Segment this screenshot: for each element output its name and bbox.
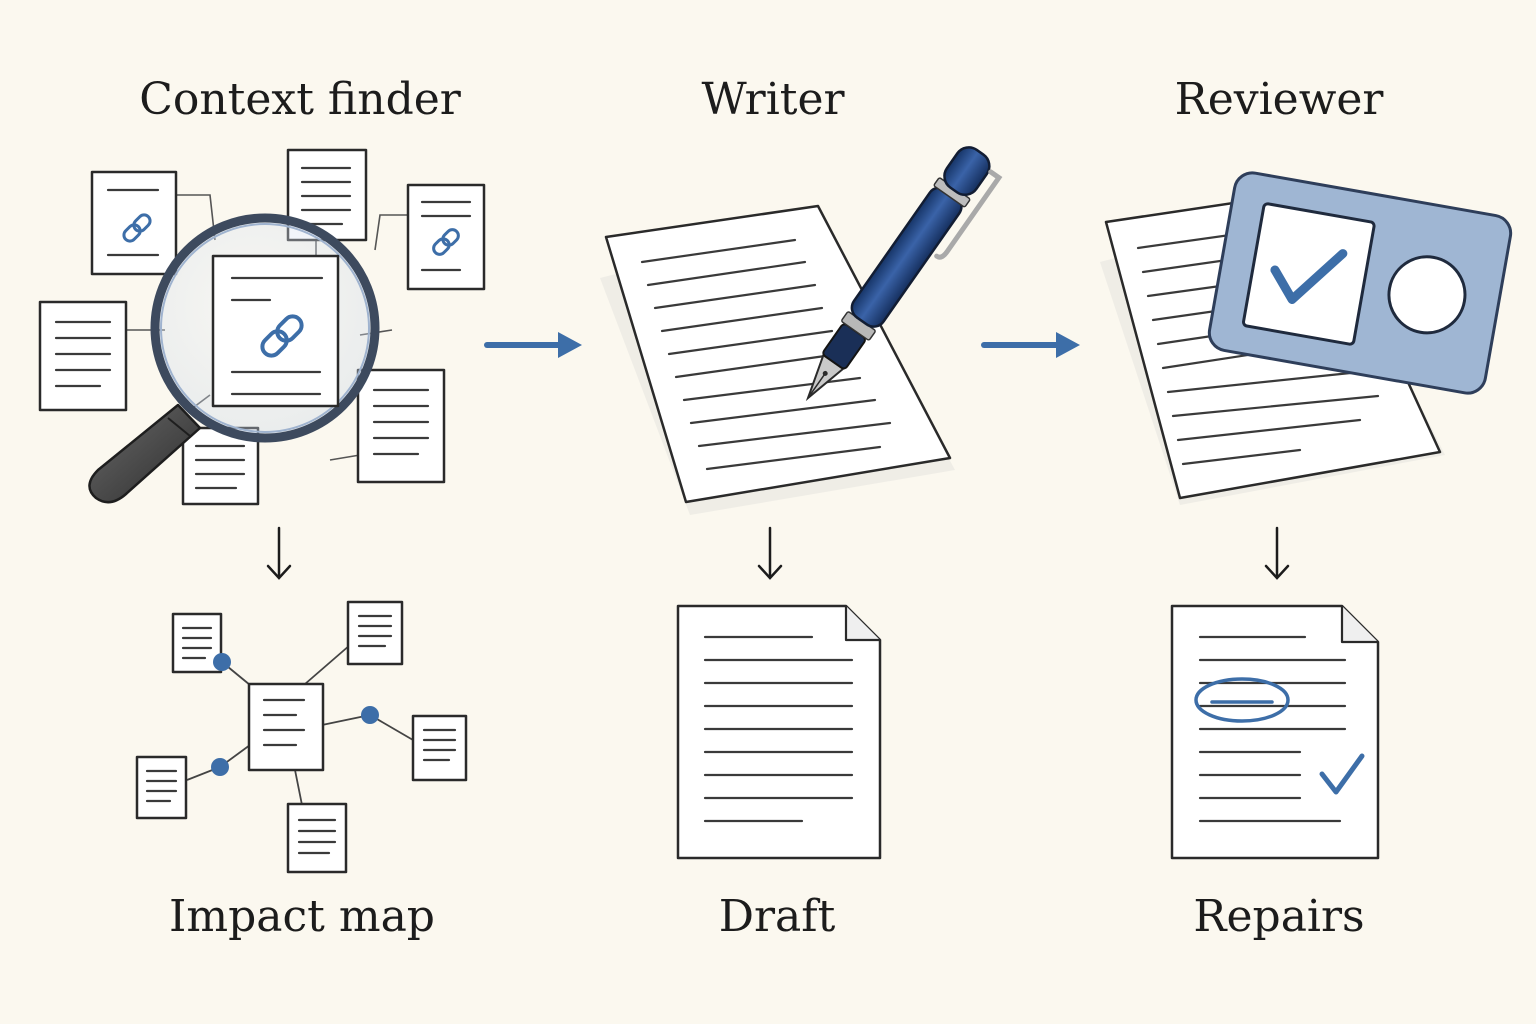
- stage-title-writer: Writer: [701, 74, 845, 125]
- document: [286, 802, 348, 874]
- arrow-down-icon: [266, 526, 292, 580]
- approval-card-icon: [1207, 171, 1513, 395]
- linked-document: [406, 183, 486, 291]
- output-label-draft: Draft: [718, 891, 836, 942]
- stage-title-reviewer: Reviewer: [1174, 74, 1384, 125]
- document: [171, 612, 223, 674]
- node-dot: [213, 653, 231, 671]
- writing-paper: [600, 204, 955, 515]
- node-dot: [361, 706, 379, 724]
- document: [411, 714, 468, 782]
- magnifying-glass-icon: [88, 213, 380, 504]
- link-icon: [260, 314, 304, 358]
- arrow-down-icon: [1264, 526, 1290, 580]
- document: [38, 300, 128, 412]
- link-icon: [122, 213, 152, 243]
- arrow-right-icon: [981, 332, 1080, 358]
- fountain-pen-icon: [805, 146, 1003, 402]
- document: [346, 600, 404, 666]
- document: [356, 368, 446, 484]
- check-icon: [1319, 753, 1365, 795]
- stage-title-context-finder: Context finder: [139, 74, 461, 125]
- correction-circle: [1194, 677, 1290, 723]
- central-document: [247, 682, 325, 772]
- document: [135, 755, 188, 820]
- output-label-impact-map: Impact map: [169, 891, 435, 942]
- impact-map-graph: [135, 600, 468, 874]
- link-icon: [432, 228, 460, 256]
- arrow-down-icon: [757, 526, 783, 580]
- repairs-document: [1170, 604, 1380, 860]
- draft-document: [676, 604, 882, 860]
- arrow-right-icon: [484, 332, 582, 358]
- linked-documents-cluster: [38, 148, 486, 506]
- output-label-repairs: Repairs: [1193, 891, 1365, 942]
- node-dot: [211, 758, 229, 776]
